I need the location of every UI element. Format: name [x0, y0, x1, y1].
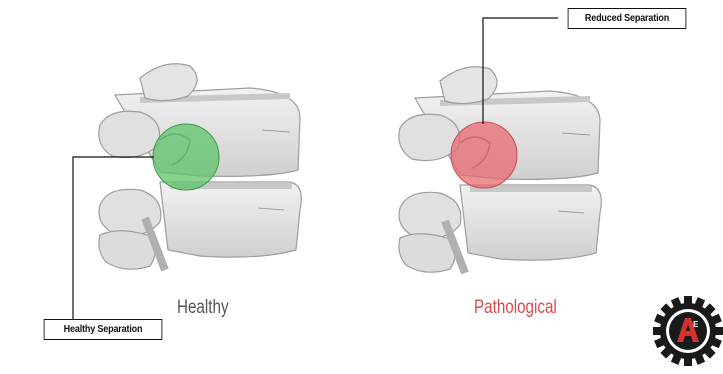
healthy-separation-marker — [153, 124, 219, 190]
healthy-caption: Healthy — [177, 297, 229, 319]
svg-text:E: E — [693, 320, 699, 329]
pathological-caption: Pathological — [474, 297, 557, 319]
reduced-separation-label: Reduced Separation — [568, 8, 687, 29]
healthy-separation-label: Healthy Separation — [44, 319, 163, 340]
reduced-separation-marker — [451, 122, 517, 188]
gear-logo-icon: E — [653, 296, 723, 366]
